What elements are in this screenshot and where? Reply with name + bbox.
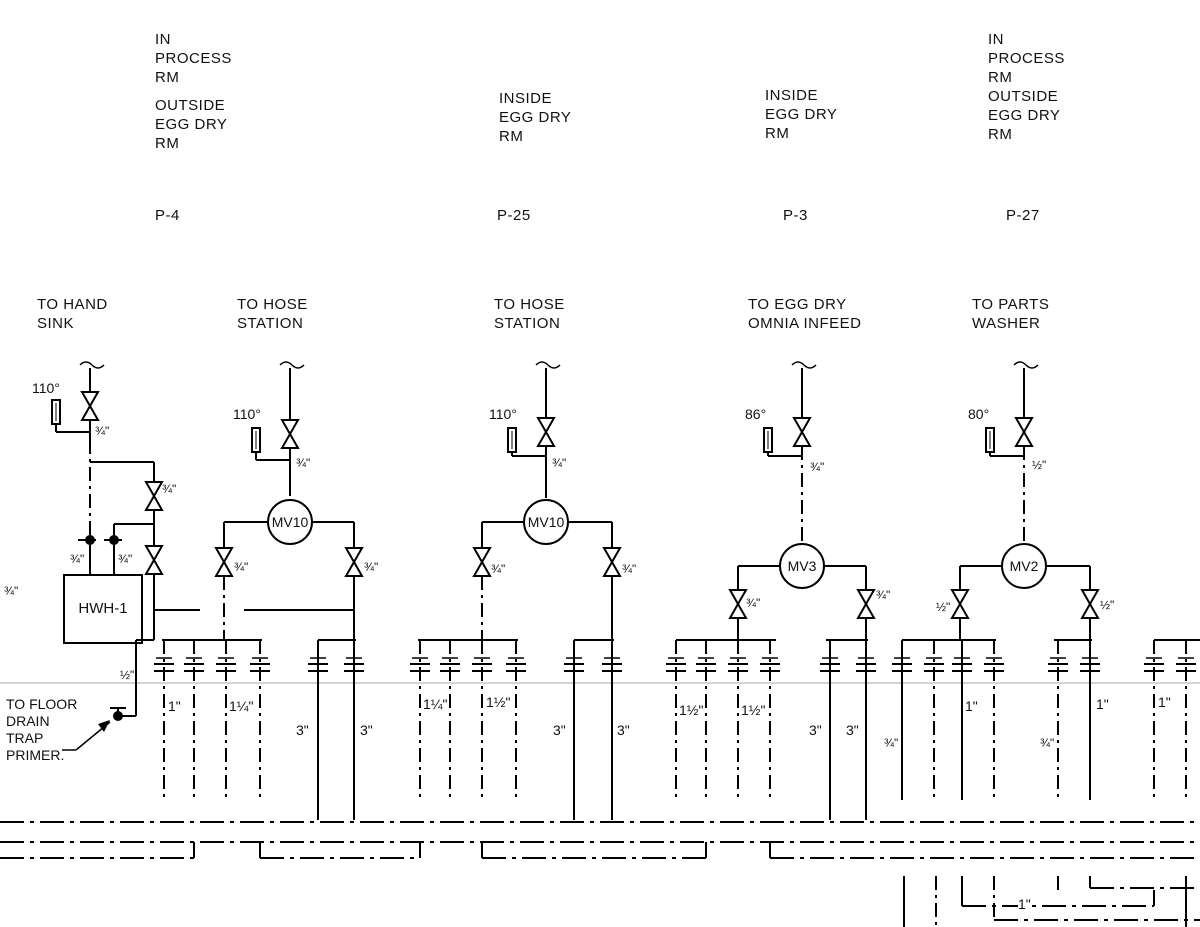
pipe-size: 1½"	[486, 694, 511, 710]
pump-tag: P-25	[497, 207, 531, 224]
location-label: INSIDE EGG DRY RM	[499, 90, 572, 145]
pipe-size: 3"	[296, 722, 309, 738]
water-heater-tag: HWH-1	[78, 600, 128, 617]
pipe-size: ¾"	[70, 552, 85, 566]
pipe-size: 1"	[1158, 694, 1171, 710]
pipe-size: ¾"	[364, 560, 379, 574]
pipe-size: ½"	[1100, 598, 1115, 612]
pipe-size: 3"	[360, 722, 373, 738]
pipe-size: ½"	[936, 600, 951, 614]
destination-label: TO HOSE STATION	[494, 296, 565, 332]
location-label: IN PROCESS RM OUTSIDE EGG DRY RM	[988, 31, 1065, 143]
pipe-size: 3"	[617, 722, 630, 738]
temperature-label: 110°	[233, 406, 261, 422]
pipe-size: 1"	[1018, 896, 1031, 912]
pipe-size: 3"	[809, 722, 822, 738]
mixing-valve-tag: MV10	[527, 514, 565, 530]
destination-label: TO EGG DRY OMNIA INFEED	[748, 296, 862, 332]
thermometer-icon	[251, 427, 261, 453]
location-label: IN PROCESS RM	[155, 31, 232, 86]
location-label: OUTSIDE EGG DRY RM	[155, 97, 228, 152]
pipe-size: ¾"	[1040, 736, 1055, 750]
ball-valve-icon	[113, 711, 123, 721]
thermometer-icon	[507, 427, 517, 453]
mixing-valve-tag: MV3	[787, 558, 817, 574]
ball-valve-icon	[85, 535, 95, 545]
pipe-size: 3"	[553, 722, 566, 738]
thermometer-icon	[51, 399, 61, 425]
pipe-size: 1½"	[741, 702, 766, 718]
temperature-label: 110°	[489, 406, 517, 422]
pump-tag: P-3	[783, 207, 808, 224]
destination-label: TO HAND SINK	[37, 296, 108, 332]
pipe-size: ¾"	[622, 562, 637, 576]
pipe-size: ¾"	[552, 456, 567, 470]
pipe-size: 1¼"	[423, 696, 448, 712]
mixing-valve-tag: MV10	[271, 514, 309, 530]
pipe-size: ½"	[120, 668, 135, 682]
pipe-size: ¾"	[234, 560, 249, 574]
pipe-size: ¾"	[491, 562, 506, 576]
temperature-label: 86°	[745, 406, 767, 422]
destination-label: TO HOSE STATION	[237, 296, 308, 332]
pipe-size: ¾"	[876, 588, 891, 602]
pump-tag: P-4	[155, 207, 180, 224]
ball-valve-icon	[109, 535, 119, 545]
pipe-size: ¾"	[118, 552, 133, 566]
mixing-valve-tag: MV2	[1009, 558, 1039, 574]
floor-drain-note: TO FLOOR DRAIN TRAP PRIMER.	[6, 696, 78, 763]
pipe-size: 1"	[965, 698, 978, 714]
pipe-size: 1½"	[679, 702, 704, 718]
thermometer-icon	[763, 427, 773, 453]
pipe-size: 1"	[168, 698, 181, 714]
location-label: INSIDE EGG DRY RM	[765, 87, 838, 142]
destination-label: TO PARTS WASHER	[972, 296, 1050, 332]
thermometer-icon	[985, 427, 995, 453]
pipe-size: ¾"	[810, 460, 825, 474]
pipe-size: ¾"	[4, 584, 19, 598]
pipe-size: 1"	[1096, 696, 1109, 712]
temperature-label: 80°	[968, 406, 990, 422]
pipe-size: ½"	[1032, 458, 1047, 472]
pipe-size: ¾"	[746, 596, 761, 610]
pipe-size: 1¼"	[229, 698, 254, 714]
pipe-size: ¾"	[162, 482, 177, 496]
pump-tag: P-27	[1006, 207, 1040, 224]
pipe-size: ¾"	[95, 424, 110, 438]
pipe-size: ¾"	[884, 736, 899, 750]
pipe-size: 3"	[846, 722, 859, 738]
temperature-label: 110°	[32, 380, 60, 396]
pipe-size: ¾"	[296, 456, 311, 470]
